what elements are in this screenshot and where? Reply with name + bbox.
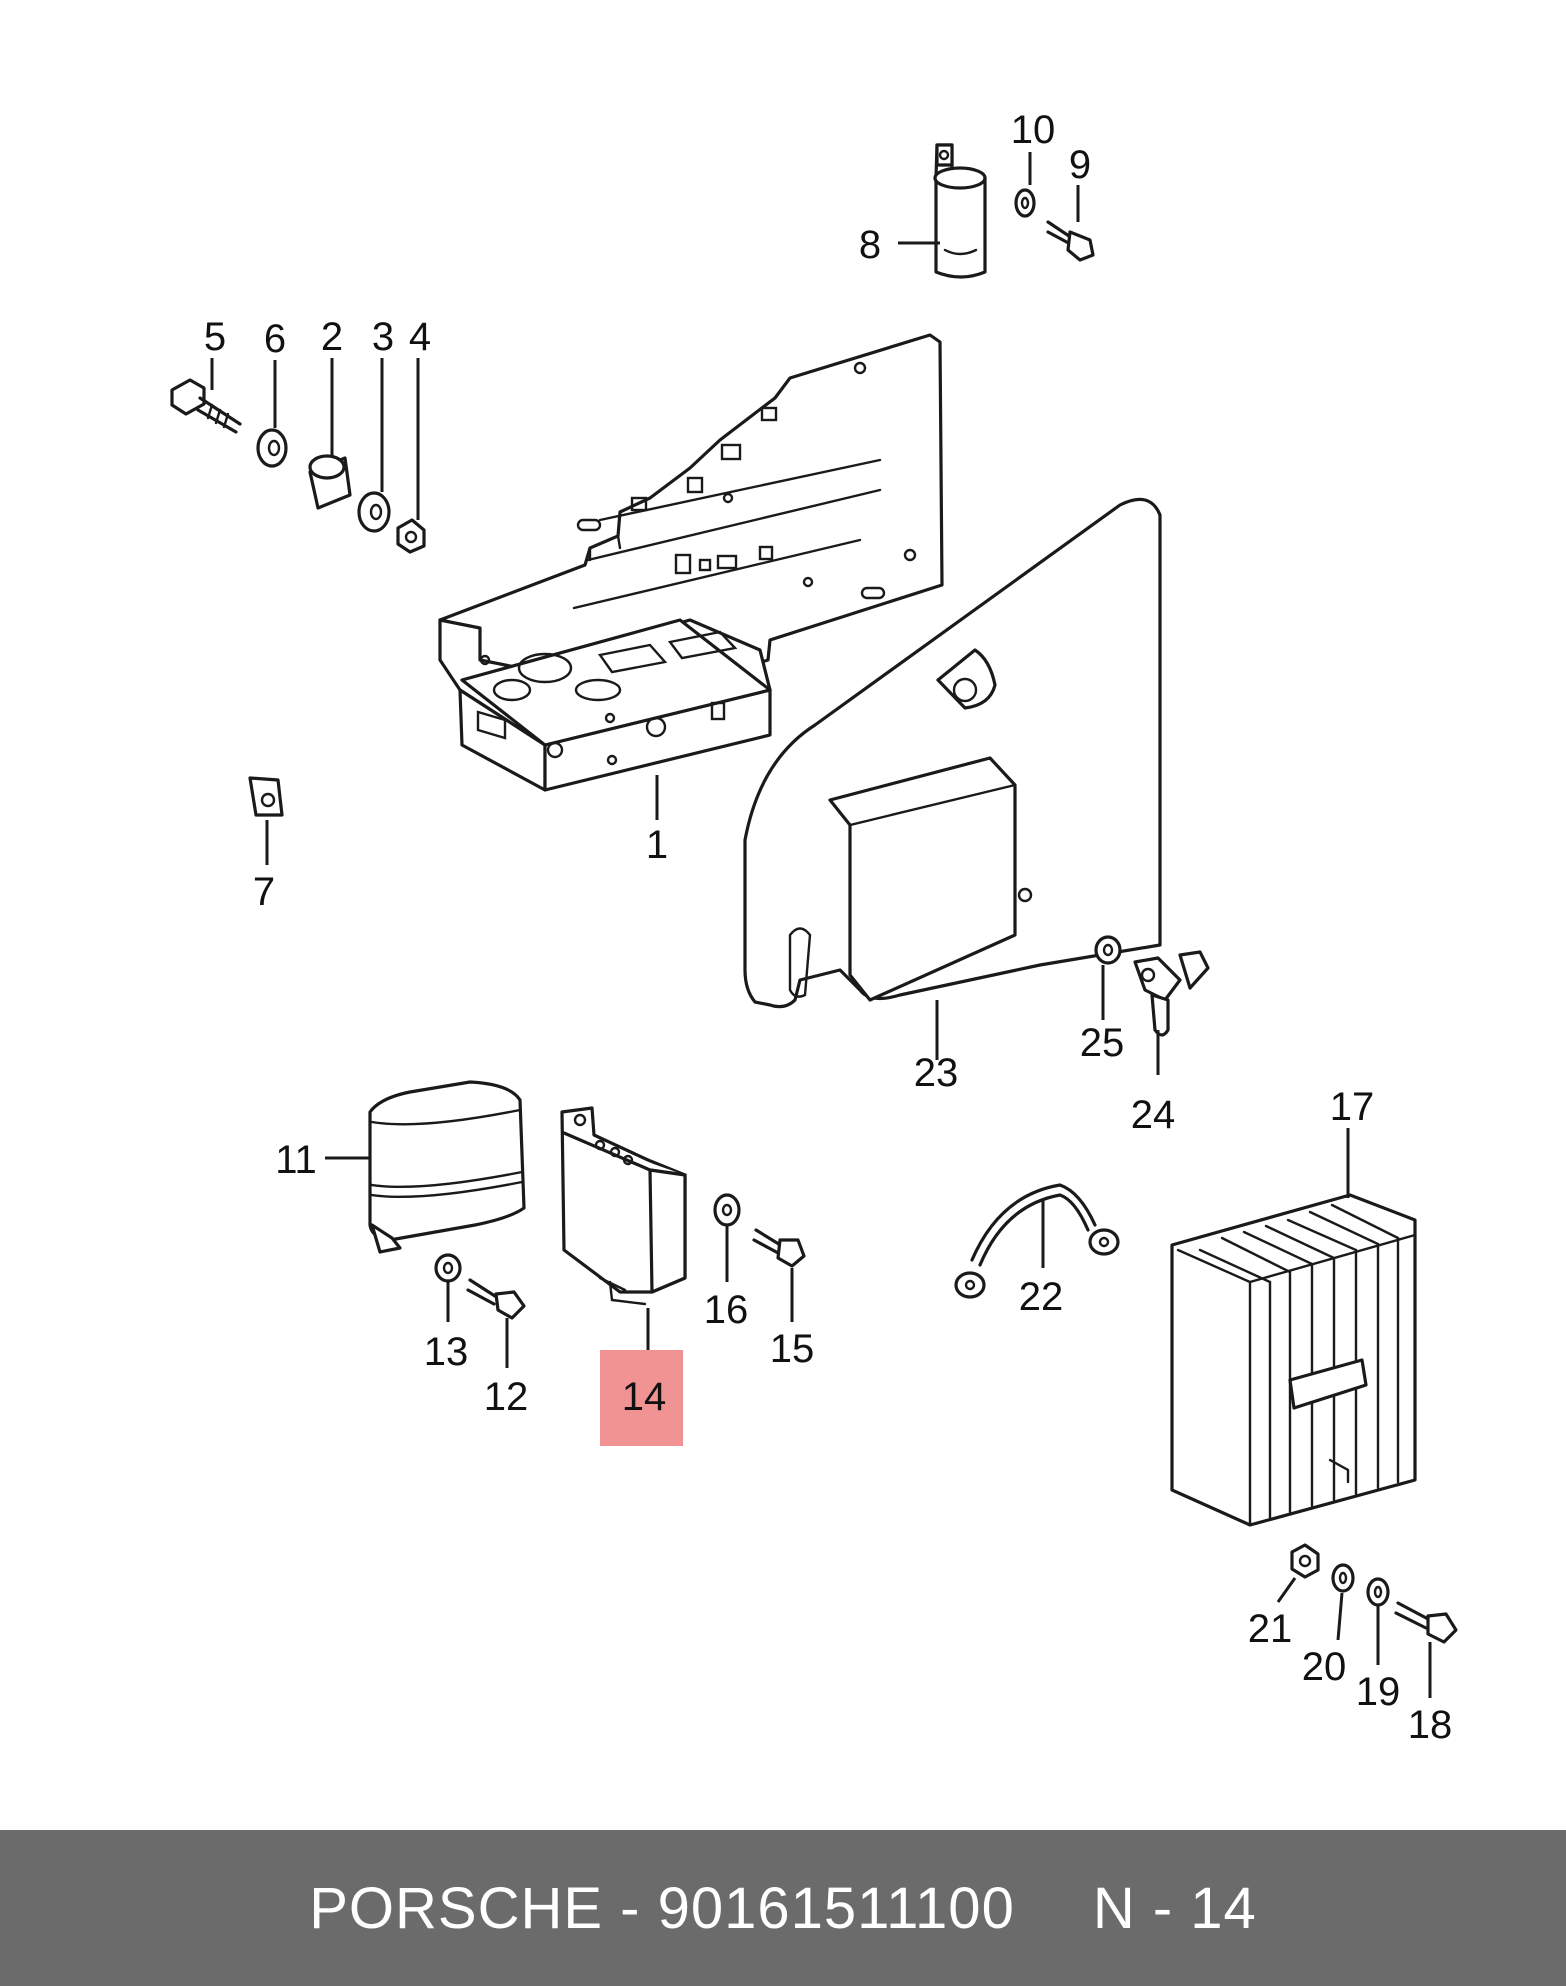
part-14-control-unit	[560, 1106, 687, 1306]
footer-brand: PORSCHE	[309, 1875, 604, 1941]
part-19-washer	[1366, 1577, 1390, 1607]
part-4-nut	[396, 518, 426, 554]
part-10-washer	[1014, 188, 1036, 218]
part-18-bolt	[1394, 1601, 1458, 1644]
part-22-ground-strap	[954, 1183, 1120, 1299]
callout-7: 7	[253, 870, 275, 914]
callout-9: 9	[1069, 143, 1091, 187]
part-2-spacer	[308, 454, 352, 510]
callout-24: 24	[1131, 1093, 1176, 1137]
footer-part-number: 90161511100	[657, 1875, 1015, 1941]
part-23-cover	[743, 497, 1162, 1009]
callout-2: 2	[321, 315, 343, 359]
callout-3: 3	[372, 315, 394, 359]
part-13-washer	[434, 1253, 462, 1283]
callout-1: 1	[646, 823, 668, 867]
callout-20: 20	[1302, 1645, 1347, 1689]
part-7-clip	[248, 776, 284, 817]
part-1-mounting-plate	[438, 333, 944, 792]
callout-10: 10	[1011, 108, 1056, 152]
part-5-bolt	[170, 378, 242, 434]
callout-15: 15	[770, 1327, 815, 1371]
footer-position-label: N - 14	[1092, 1875, 1257, 1941]
part-8-canister	[933, 143, 987, 279]
callout-8: 8	[859, 223, 881, 267]
part-25-washer	[1094, 935, 1122, 965]
part-11-relay	[368, 1080, 526, 1254]
part-21-nut	[1290, 1543, 1320, 1579]
part-12-screw	[466, 1278, 526, 1320]
part-24-connector	[1133, 950, 1210, 1037]
callout-21: 21	[1248, 1607, 1293, 1651]
footer-bar: PORSCHE - 90161511100 N - 14	[0, 1830, 1566, 1986]
part-3-washer	[357, 491, 391, 533]
part-20-washer	[1331, 1563, 1355, 1593]
callout-5: 5	[204, 315, 226, 359]
callout-13: 13	[424, 1330, 469, 1374]
footer-caption: PORSCHE - 90161511100 N - 14	[309, 1875, 1257, 1942]
callout-25: 25	[1080, 1021, 1125, 1065]
callout-labels: 8 10 9 5 6 2 3 4 1 7 23 25 24 11 13 12 1…	[204, 108, 1452, 1747]
callout-18: 18	[1408, 1703, 1453, 1747]
callout-23: 23	[914, 1051, 959, 1095]
callout-6: 6	[264, 317, 286, 361]
part-6-bushing	[256, 428, 288, 468]
highlight-box-14	[600, 1350, 683, 1446]
leader-lines	[210, 152, 1432, 1698]
part-17-rectifier	[1170, 1193, 1417, 1527]
footer-separator: -	[620, 1875, 641, 1941]
parts-diagram: 8 10 9 5 6 2 3 4 1 7 23 25 24 11 13 12 1…	[170, 108, 1458, 1747]
part-15-bolt	[752, 1228, 806, 1268]
part-16-washer	[713, 1193, 741, 1227]
callout-22: 22	[1019, 1275, 1064, 1319]
callout-4: 4	[409, 315, 431, 359]
part-9-bolt	[1046, 220, 1095, 262]
leader-21	[1276, 1577, 1297, 1603]
callout-16: 16	[704, 1288, 749, 1332]
callout-17: 17	[1330, 1085, 1375, 1129]
leader-20	[1336, 1592, 1344, 1641]
callout-11: 11	[275, 1138, 317, 1182]
callout-14: 14	[622, 1375, 667, 1419]
callout-19: 19	[1356, 1670, 1401, 1714]
callout-12: 12	[484, 1375, 529, 1419]
